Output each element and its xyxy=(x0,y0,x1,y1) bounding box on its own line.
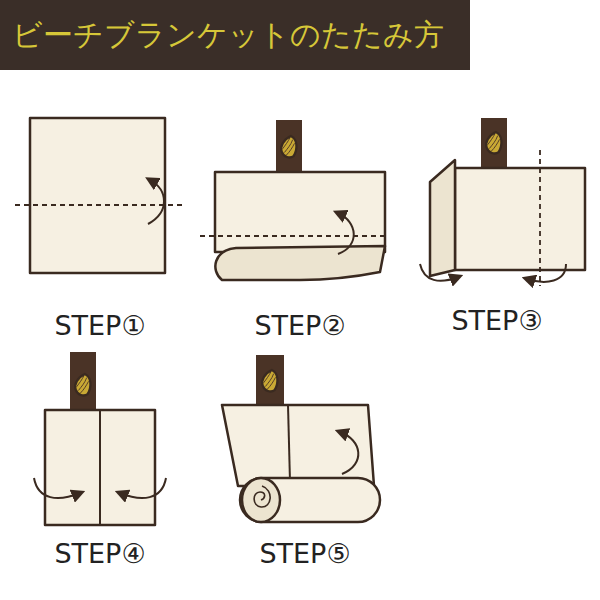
fold-line xyxy=(15,204,182,206)
folded-side xyxy=(430,160,455,276)
step-label: STEP② xyxy=(254,310,345,341)
tag xyxy=(481,118,507,168)
step-label-slot: STEP⑤ xyxy=(259,538,350,569)
shell-icon xyxy=(262,370,277,391)
fold-arrow xyxy=(420,264,458,281)
center-seam xyxy=(99,410,101,525)
shell-icon xyxy=(75,374,90,395)
roll-end xyxy=(242,478,280,522)
blanket xyxy=(30,118,165,273)
fold-line xyxy=(200,235,385,237)
roll-arrow xyxy=(340,432,358,474)
step-label: STEP③ xyxy=(451,305,542,336)
step-label: STEP④ xyxy=(54,538,145,569)
roll xyxy=(240,478,380,522)
step-label: STEP⑤ xyxy=(259,538,350,569)
step-label-slot: STEP③ xyxy=(451,305,542,336)
roll-spiral xyxy=(254,486,270,507)
fold-arrow xyxy=(527,264,566,282)
blanket xyxy=(45,410,155,525)
fold-arrow xyxy=(148,180,164,224)
center-seam xyxy=(288,405,290,482)
step-label-slot: STEP② xyxy=(254,310,345,341)
fold-line xyxy=(539,150,541,286)
blanket xyxy=(222,405,374,486)
folded-flap xyxy=(215,246,385,280)
step-label-slot: STEP④ xyxy=(54,538,145,569)
step-drawings xyxy=(15,118,585,525)
fold-arrow xyxy=(34,478,80,498)
fold-arrow xyxy=(338,213,354,254)
tag xyxy=(276,120,302,174)
title: ビーチブランケットのたたみ方 xyxy=(12,15,444,56)
title-slot: ビーチブランケットのたたみ方 xyxy=(12,0,444,70)
fold-arrow xyxy=(120,478,166,498)
tag xyxy=(256,355,284,407)
shell-icon xyxy=(281,136,296,157)
blanket xyxy=(215,172,385,252)
blanket xyxy=(455,168,585,270)
step-label-slot: STEP① xyxy=(54,310,145,341)
step-label: STEP① xyxy=(54,310,145,341)
shell-icon xyxy=(486,132,501,153)
tag xyxy=(70,352,96,412)
